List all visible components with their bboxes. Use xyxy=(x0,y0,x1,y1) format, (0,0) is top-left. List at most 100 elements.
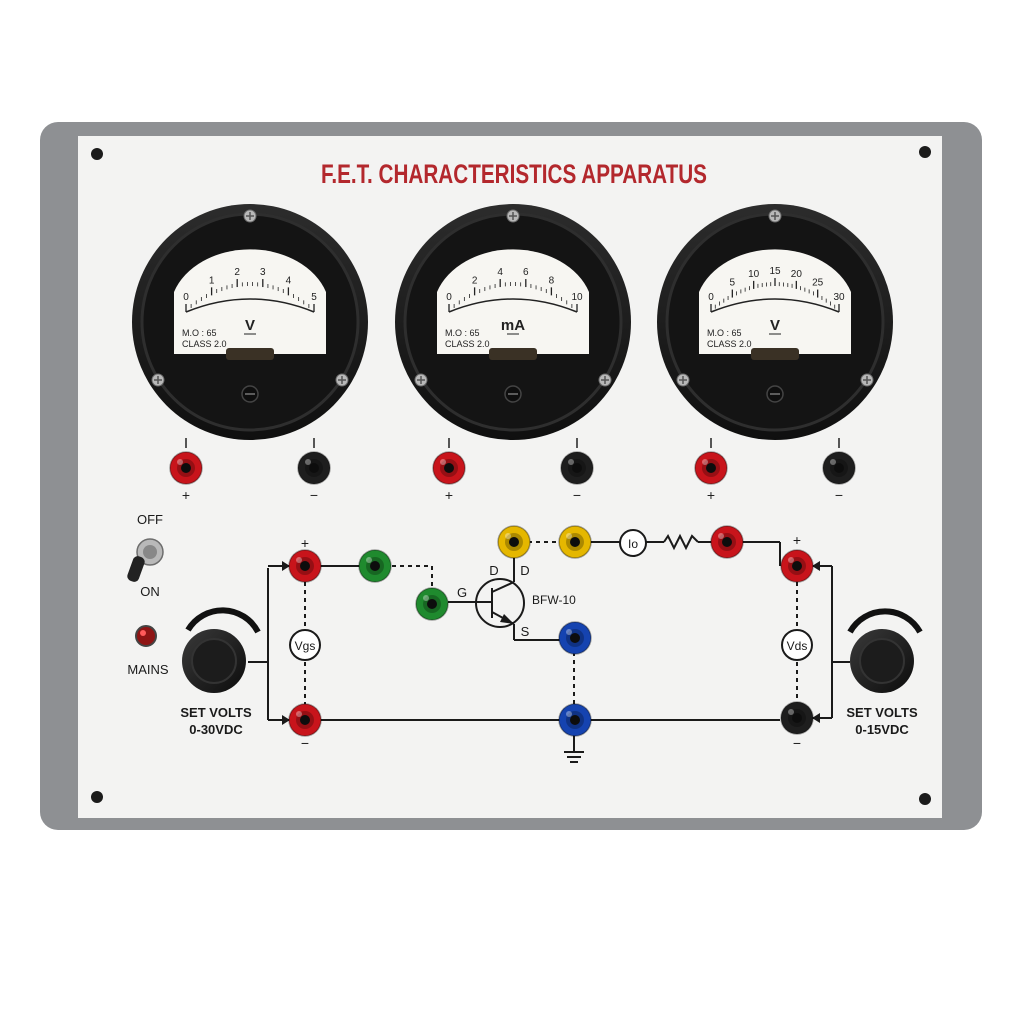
drain-resistor-jack[interactable] xyxy=(710,525,744,559)
mains-indicator-lamp xyxy=(135,625,157,647)
corner-hole xyxy=(919,793,931,805)
right-knob-label-1: SET VOLTS xyxy=(846,705,918,720)
bezel-screw-icon xyxy=(414,373,428,387)
left-voltage-knob[interactable] xyxy=(182,629,246,693)
meter-terminals: + − + − + − xyxy=(169,451,856,503)
corner-hole xyxy=(91,791,103,803)
minus-right-label: − xyxy=(793,735,801,751)
meter-scale-label: 10 xyxy=(571,292,583,303)
meter-class-label: CLASS 2.0 xyxy=(445,339,490,349)
meter-class-label: CLASS 2.0 xyxy=(707,339,752,349)
meter-terminal-sign: + xyxy=(707,487,715,503)
gate-jack[interactable] xyxy=(415,587,449,621)
meter-scale-label: 0 xyxy=(708,292,714,303)
left-knob-label-2: 0-30VDC xyxy=(189,722,243,737)
switch-off-label: OFF xyxy=(137,512,163,527)
fet-arrow-icon xyxy=(500,614,514,624)
meter-scale-label: 0 xyxy=(446,292,452,303)
arrow-icon xyxy=(812,713,820,723)
right-knob-arc xyxy=(847,608,923,634)
meter-terminal-sign: − xyxy=(835,487,843,503)
meter-scale-arc xyxy=(185,298,315,313)
meter-scale-label: 25 xyxy=(812,278,824,289)
meter-terminal-sign: + xyxy=(445,487,453,503)
meter-scale-label: 2 xyxy=(472,275,478,286)
mains-indicator-glow xyxy=(140,630,146,636)
meter-scale-label: 5 xyxy=(730,278,736,289)
drain-label-2: D xyxy=(520,563,529,578)
vds-negative-jack[interactable] xyxy=(780,701,814,735)
circuit-wiring xyxy=(248,533,850,763)
drain-label: D xyxy=(489,563,498,578)
meter-needle-housing xyxy=(489,348,537,360)
meter-scale-label: 4 xyxy=(286,275,292,286)
meter-model-label: M.O : 65 xyxy=(182,328,217,338)
left-knob-label-1: SET VOLTS xyxy=(180,705,252,720)
meter-class-label: CLASS 2.0 xyxy=(182,339,227,349)
id-label: Io xyxy=(628,537,638,551)
meter-model-label: M.O : 65 xyxy=(445,328,480,338)
panel-title: F.E.T. CHARACTERISTICS APPARATUS xyxy=(321,159,707,189)
meter-unit-label: V xyxy=(245,317,255,334)
meter-1-black-terminal[interactable] xyxy=(560,451,594,485)
drain-meter-jack[interactable] xyxy=(558,525,592,559)
right-voltage-knob[interactable] xyxy=(850,629,914,693)
bezel-screw-icon xyxy=(506,209,520,223)
corner-hole xyxy=(91,148,103,160)
meter-terminal-sign: + xyxy=(182,487,190,503)
vds-positive-jack[interactable] xyxy=(780,549,814,583)
bezel-screw-icon xyxy=(860,373,874,387)
fet-body-icon xyxy=(475,578,525,628)
meter-scale-arc xyxy=(448,298,578,313)
meter-scale-label: 15 xyxy=(769,266,781,277)
bezel-screw-icon xyxy=(243,209,257,223)
bezel-screw-icon xyxy=(151,373,165,387)
ground-jack[interactable] xyxy=(558,703,592,737)
meter-scale-label: 1 xyxy=(209,275,215,286)
mains-label: MAINS xyxy=(127,662,169,677)
vgs-positive-jack[interactable] xyxy=(288,549,322,583)
meter-dial-face xyxy=(174,249,326,354)
meter-scale-label: 4 xyxy=(497,267,503,278)
meter-scale-label: 6 xyxy=(523,267,529,278)
switch-on-label: ON xyxy=(140,584,160,599)
gate-supply-jack[interactable] xyxy=(358,549,392,583)
bezel-screw-icon xyxy=(676,373,690,387)
meter-unit-label: V xyxy=(770,317,780,334)
meter-model-label: M.O : 65 xyxy=(707,328,742,338)
meter-needle-housing xyxy=(751,348,799,360)
meter-scale-label: 0 xyxy=(183,292,189,303)
plus-left-label: + xyxy=(301,535,309,551)
meter-scale-label: 20 xyxy=(791,269,803,280)
source-jack[interactable] xyxy=(558,621,592,655)
id-meter-symbol xyxy=(619,529,647,557)
meter-0-red-terminal[interactable] xyxy=(169,451,203,485)
arrow-icon xyxy=(282,561,290,571)
meter-needle-housing xyxy=(226,348,274,360)
meter-2-black-terminal[interactable] xyxy=(822,451,856,485)
drain-jack[interactable] xyxy=(497,525,531,559)
corner-hole xyxy=(919,146,931,158)
gate-label: G xyxy=(457,585,467,600)
meter-1-red-terminal[interactable] xyxy=(432,451,466,485)
vgs-label: Vgs xyxy=(295,639,316,653)
arrow-icon xyxy=(812,561,820,571)
meter-scale-label: 10 xyxy=(748,269,760,280)
meter-scale-arc xyxy=(710,298,840,313)
vgs-negative-jack[interactable] xyxy=(288,703,322,737)
meter-terminal-sign: − xyxy=(310,487,318,503)
meter-dial-face xyxy=(699,249,851,354)
mains-toggle-switch[interactable] xyxy=(126,538,164,583)
plus-right-label: + xyxy=(793,532,801,548)
meter-0-black-terminal[interactable] xyxy=(297,451,331,485)
minus-left-label: − xyxy=(301,735,309,751)
meter-terminal-sign: − xyxy=(573,487,581,503)
meter-unit-label: mA xyxy=(501,317,525,334)
meter-2-red-terminal[interactable] xyxy=(694,451,728,485)
source-label: S xyxy=(521,624,530,639)
meter-scale-label: 5 xyxy=(311,292,317,303)
